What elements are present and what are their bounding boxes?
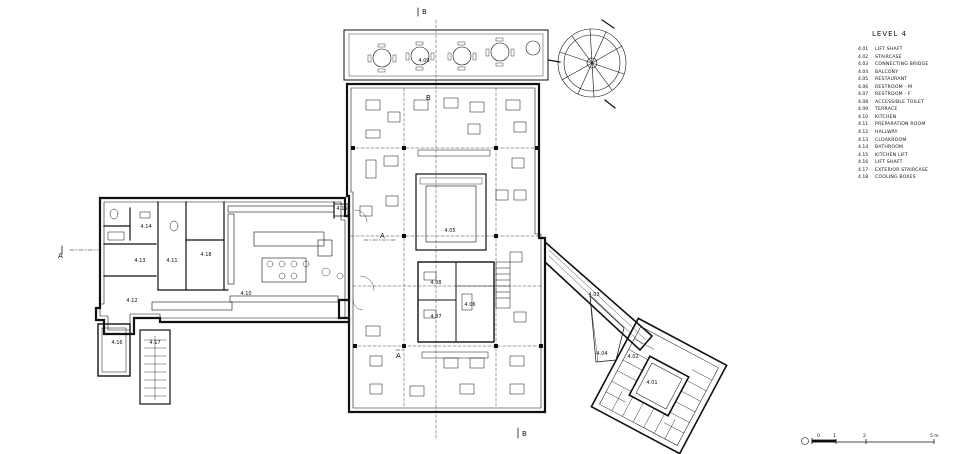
legend-room-name: KITCHEN	[875, 114, 897, 120]
legend-row: 4.18 COOLING BOXES	[858, 174, 958, 182]
legend-room-name: RESTROOM - M	[875, 84, 913, 90]
north-arrow-icon	[801, 437, 809, 445]
legend-row: 4.17 EXTERIOR STAIRCASE	[858, 167, 958, 175]
legend-row: 4.10 KITCHEN	[858, 114, 958, 122]
legend-row: 4.12 HALLWAY	[858, 129, 958, 137]
legend-row: 4.13 CLOAKROOM	[858, 137, 958, 145]
stair-tower	[590, 317, 728, 454]
legend-row: 4.05 RESTAURANT	[858, 76, 958, 84]
legend-room-name: CLOAKROOM	[875, 137, 907, 143]
legend-room-name: LIFT SHAFT	[875, 160, 903, 166]
legend-room-name: BALCONY	[875, 69, 899, 75]
section-mark-b-top: B	[422, 8, 427, 16]
room-label-4.10: 4.10	[240, 291, 251, 297]
room-label-4.06: 4.06	[464, 302, 475, 308]
room-label-4.03: 4.03	[588, 292, 599, 298]
spiral-stair	[547, 19, 627, 109]
legend-row: 4.14 BATHROOM	[858, 144, 958, 152]
legend-room-name: TERRACE	[875, 107, 898, 113]
legend-room-name: RESTAURANT	[875, 77, 908, 83]
legend-room-number: 4.12	[858, 130, 869, 136]
section-mark-a-mid: A	[380, 232, 385, 240]
legend-room-name: HALLWAY	[875, 130, 898, 136]
main-block	[337, 19, 547, 441]
room-label-4.14: 4.14	[140, 224, 151, 230]
legend-row: 4.04 BALCONY	[858, 69, 958, 77]
legend-row: 4.16 LIFT SHAFT	[858, 159, 958, 167]
section-mark-a-low: A	[396, 352, 401, 360]
legend-row: 4.09 TERRACE	[858, 106, 958, 114]
lift-and-exterior-stair	[97, 323, 171, 405]
room-label-4.08: 4.08	[430, 280, 441, 286]
legend-row: 4.15 KITCHEN LIFT	[858, 152, 958, 160]
legend-row: 4.07 RESTROOM - F	[858, 91, 958, 99]
legend-room-number: 4.15	[858, 152, 869, 158]
legend-room-name: RESTROOM - F	[875, 92, 911, 98]
room-label-4.07: 4.07	[430, 314, 441, 320]
room-label-4.11: 4.11	[166, 258, 177, 264]
room-label-4.18: 4.18	[200, 252, 211, 258]
legend-room-name: STAIRCASE	[875, 54, 902, 60]
kitchen-wing	[94, 196, 351, 336]
room-label-4.04: 4.04	[596, 351, 607, 357]
legend-room-number: 4.07	[858, 92, 869, 98]
legend-room-name: ACCESSIBLE TOILET	[875, 99, 925, 105]
legend-room-number: 4.11	[858, 122, 869, 128]
room-label-4.12: 4.12	[126, 298, 137, 304]
legend-room-name: LIFT SHAFT	[875, 47, 903, 52]
legend-room-number: 4.17	[858, 167, 869, 173]
legend-room-number: 4.01	[858, 47, 869, 52]
scale-bar: 0 1 2 5 m	[800, 432, 950, 448]
section-mark-b-inner: B	[426, 94, 431, 102]
scale-label-0: 0	[817, 434, 820, 439]
legend-row: 4.02 STAIRCASE	[858, 54, 958, 62]
legend-row: 4.06 RESTROOM - M	[858, 84, 958, 92]
room-label-4.17: 4.17	[149, 340, 160, 346]
section-mark-a-left: A	[58, 252, 63, 260]
connecting-bridge	[544, 240, 654, 363]
legend-row: 4.03 CONNECTING BRIDGE	[858, 61, 958, 69]
room-label-4.09: 4.09	[418, 58, 429, 64]
level-title: LEVEL 4	[872, 30, 908, 38]
section-lines	[69, 239, 405, 351]
legend-room-number: 4.06	[858, 84, 869, 90]
room-label-4.01: 4.01	[646, 380, 657, 386]
legend-room-number: 4.05	[858, 77, 869, 83]
legend-room-name: PREPARATION ROOM	[875, 122, 926, 128]
terrace	[343, 29, 549, 81]
legend-room-name: BATHROOM	[875, 145, 904, 151]
scale-label-2: 2	[863, 434, 866, 439]
legend-room-number: 4.09	[858, 107, 869, 113]
legend-row: 4.08 ACCESSIBLE TOILET	[858, 99, 958, 107]
legend-room-name: COOLING BOXES	[875, 175, 916, 181]
legend-room-name: KITCHEN LIFT	[875, 152, 909, 158]
legend-room-number: 4.03	[858, 62, 869, 68]
legend-room-number: 4.16	[858, 160, 869, 166]
legend-room-number: 4.13	[858, 137, 869, 143]
room-label-4.05: 4.05	[444, 228, 455, 234]
legend-room-number: 4.18	[858, 175, 869, 181]
legend-room-name: EXTERIOR STAIRCASE	[875, 167, 929, 173]
scale-label-5: 5 m	[930, 434, 939, 439]
legend-room-number: 4.04	[858, 69, 869, 75]
legend-room-number: 4.02	[858, 54, 869, 60]
scale-label-1: 1	[833, 434, 836, 439]
legend-room-number: 4.14	[858, 145, 869, 151]
legend-room-number: 4.08	[858, 99, 869, 105]
room-label-4.02: 4.02	[627, 354, 638, 360]
legend-room-number: 4.10	[858, 114, 869, 120]
room-label-4.16: 4.16	[111, 340, 122, 346]
legend-room-name: CONNECTING BRIDGE	[875, 62, 929, 68]
section-mark-b-bottom: B	[522, 430, 527, 438]
room-label-4.13: 4.13	[134, 258, 145, 264]
legend-row: 4.11 PREPARATION ROOM	[858, 121, 958, 129]
room-label-4.15: 4.15	[336, 206, 347, 212]
legend-row: 4.01 LIFT SHAFT	[858, 46, 958, 54]
